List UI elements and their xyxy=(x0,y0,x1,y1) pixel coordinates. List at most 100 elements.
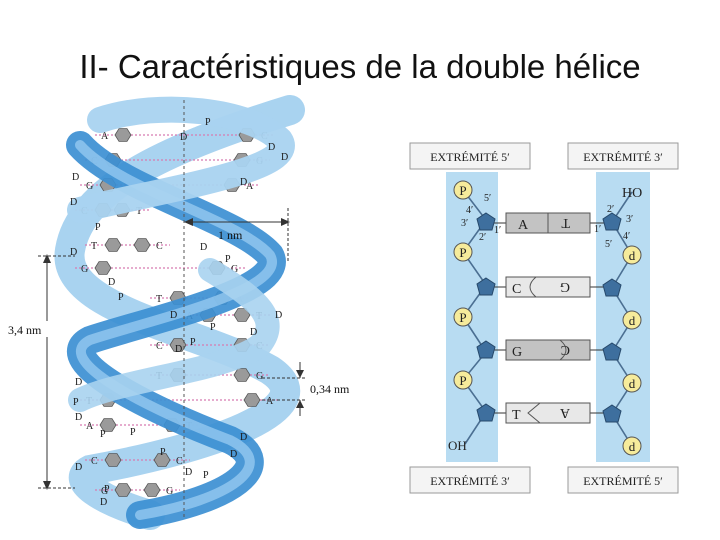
header-bottom-left-label: EXTRÉMITÉ 3′ xyxy=(430,474,510,488)
helix-sugar-letter: D xyxy=(70,247,77,258)
helix-sugar-letter: D xyxy=(240,177,247,188)
right-d-4: d xyxy=(629,439,636,454)
strand-structure-diagram: EXTRÉMITÉ 5′ EXTRÉMITÉ 3′ EXTRÉMITÉ 3′ E… xyxy=(409,142,679,494)
helix-phosphate-letter: P xyxy=(203,470,209,481)
helix-phosphate-letter: P xyxy=(95,222,101,233)
helix-base-letter: G xyxy=(86,181,93,192)
step-label: 0,34 nm xyxy=(310,382,350,396)
helix-sugar-letter: D xyxy=(230,449,237,460)
helix-sugar-letter: D xyxy=(108,277,115,288)
right-deoxyriboses: d d d d xyxy=(622,245,642,456)
header-top-right xyxy=(567,142,679,170)
helix-phosphate-letter: P xyxy=(130,427,136,438)
svg-text:3′: 3′ xyxy=(461,218,468,229)
pair-row-3: G C xyxy=(505,339,591,361)
helix-base xyxy=(169,338,187,352)
svg-text:2′: 2′ xyxy=(607,204,614,215)
helix-base-letter: G xyxy=(231,264,238,275)
helix-sugar-letter: D xyxy=(70,197,77,208)
right-d-1: d xyxy=(629,248,636,263)
helix-phosphate-letter: P xyxy=(190,337,196,348)
helix-base xyxy=(243,393,261,407)
left-phosphates: P P P P xyxy=(453,180,473,390)
helix-base-letter: C xyxy=(91,456,98,467)
pair-2-right-base: G xyxy=(560,279,570,294)
helix-base xyxy=(114,483,132,497)
right-ho-end: HO xyxy=(622,186,642,201)
pair-1-left-base: A xyxy=(518,218,529,233)
helix-base-letter: T xyxy=(91,241,97,252)
helix-sugar-letter: D xyxy=(185,467,192,478)
helix-base xyxy=(104,238,122,252)
helix-phosphate-letter: P xyxy=(160,447,166,458)
helix-base xyxy=(99,418,117,432)
helix-sugar-letter: D xyxy=(170,310,177,321)
helix-base xyxy=(233,308,251,322)
helix-base-letter: A xyxy=(246,181,254,192)
helix-sugar-letter: D xyxy=(100,497,107,508)
helix-sugar-letter: D xyxy=(175,344,182,355)
left-phosphate-3: P xyxy=(459,310,466,325)
helix-base-letter: A xyxy=(266,396,274,407)
helix-phosphate-letter: P xyxy=(104,484,110,495)
helix-strand-letters: DDPDDPDPDDDPDDDDPDPDPDPDPDDPPDPD xyxy=(70,117,288,508)
left-oh-end: OH xyxy=(448,438,467,453)
helix-base-letter: C xyxy=(156,241,163,252)
header-top-right-label: EXTRÉMITÉ 3′ xyxy=(583,150,663,164)
helix-base-letter: A xyxy=(101,131,109,142)
svg-text:5′: 5′ xyxy=(605,239,612,250)
header-top-left-label: EXTRÉMITÉ 5′ xyxy=(430,150,510,164)
helix-base-letter: G xyxy=(81,264,88,275)
helix-sugar-letter: D xyxy=(200,242,207,253)
slide-title: II- Caractéristiques de la double hélice xyxy=(79,48,641,85)
pair-4-left-base: T xyxy=(512,408,521,423)
helix-base xyxy=(94,261,112,275)
svg-text:4′: 4′ xyxy=(466,205,473,216)
helix-base xyxy=(233,368,251,382)
header-bottom-right-label: EXTRÉMITÉ 5′ xyxy=(583,474,663,488)
helix-sugar-letter: D xyxy=(268,142,275,153)
helix-base-letter: G xyxy=(256,371,263,382)
width-label: 1 nm xyxy=(218,228,243,242)
helix-sugar-letter: D xyxy=(275,310,282,321)
helix-base-letter: G xyxy=(101,486,108,497)
pair-row-4: T A xyxy=(505,402,591,424)
helix-base-letter: C xyxy=(176,456,183,467)
helix-sugar-letter: D xyxy=(240,432,247,443)
helix-sugar-letter: D xyxy=(72,172,79,183)
helix-phosphate-letter: P xyxy=(205,117,211,128)
helix-sugar-letter: D xyxy=(75,377,82,388)
pitch-label: 3,4 nm xyxy=(8,323,42,337)
helix-base-letter: T xyxy=(156,294,162,305)
helix-phosphate-letter: P xyxy=(210,322,216,333)
pair-4-right-base: A xyxy=(559,405,570,420)
helix-phosphate-letter: P xyxy=(118,292,124,303)
helix-base xyxy=(104,453,122,467)
pair-3-left-base: G xyxy=(512,345,522,360)
pair-2-left-base: C xyxy=(512,282,521,297)
header-bottom-left xyxy=(409,466,531,494)
helix-sugar-letter: D xyxy=(281,152,288,163)
svg-text:5′: 5′ xyxy=(484,193,491,204)
helix-base xyxy=(153,453,171,467)
helix-base-letter: G xyxy=(166,486,173,497)
helix-phosphate-letter: P xyxy=(225,254,231,265)
header-top-left xyxy=(409,142,531,170)
svg-text:2′: 2′ xyxy=(479,232,486,243)
helix-phosphate-letter: P xyxy=(73,397,79,408)
helix-base-letter: A xyxy=(86,421,94,432)
left-phosphate-4: P xyxy=(459,373,466,388)
svg-text:1′: 1′ xyxy=(594,224,601,235)
helix-base xyxy=(143,483,161,497)
pair-row-2: C G xyxy=(505,276,591,298)
svg-text:3′: 3′ xyxy=(626,214,633,225)
helix-base-letter: C xyxy=(156,341,163,352)
helix-sugar-letter: D xyxy=(250,327,257,338)
helix-phosphate-letter: P xyxy=(100,429,106,440)
pair-row-1: A T xyxy=(505,212,591,234)
right-carbon-numbers: 2′ 3′ 1′ 4′ 5′ xyxy=(594,204,633,250)
helix-sugar-letter: D xyxy=(75,462,82,473)
left-phosphate-2: P xyxy=(459,245,466,260)
